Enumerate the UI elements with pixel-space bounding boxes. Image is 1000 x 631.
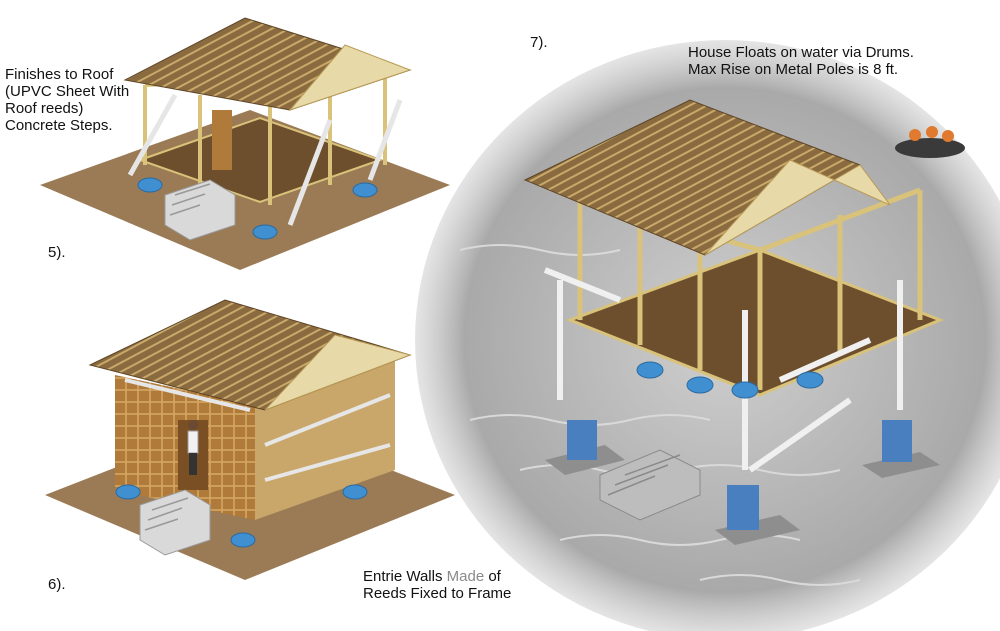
drums-5	[137, 177, 378, 240]
caption-walls: Entrie Walls Made of Reeds Fixed to Fram…	[363, 568, 511, 602]
step-number-6: 6).	[48, 576, 66, 593]
concrete-steps-6	[139, 489, 211, 556]
caption-walls-line-2: Reeds Fixed to Frame	[363, 585, 512, 602]
caption-roof-finishes: Finishes to Roof (UPVC Sheet With Roof r…	[5, 66, 129, 134]
gable-7	[704, 159, 891, 256]
caption-roof-line-2: (UPVC Sheet With	[5, 83, 130, 100]
step-number-7: 7).	[530, 34, 548, 51]
house-model-7	[415, 40, 1000, 631]
caption-float-line-2: Max Rise on Metal Poles is 8 ft.	[688, 61, 899, 78]
caption-float-line-1: House Floats on water via Drums.	[688, 44, 914, 61]
gable-5	[288, 44, 412, 112]
house-model-5	[40, 17, 450, 270]
rescue-boat	[895, 126, 965, 158]
person-figure-6	[187, 420, 199, 475]
gable-6	[264, 334, 412, 411]
caption-walls-text-b: Made	[446, 568, 485, 585]
caption-roof-line-3: Roof reeds)	[5, 100, 84, 117]
caption-roof-line-4: Concrete Steps.	[5, 117, 113, 134]
drums-7	[636, 361, 824, 399]
concrete-steps-5	[164, 179, 236, 241]
concrete-steps-7	[599, 449, 701, 521]
caption-roof-line-1: Finishes to Roof	[5, 66, 114, 83]
support-poles-5	[127, 93, 403, 226]
drums-6	[115, 484, 368, 548]
caption-house-floats: House Floats on water via Drums. Max Ris…	[688, 44, 914, 78]
floor-7	[565, 248, 945, 397]
caption-walls-text-a: Entrie Walls	[363, 568, 447, 585]
anchor-bases-7	[545, 420, 940, 545]
step-number-5: 5).	[48, 244, 66, 261]
wall-bracing-6	[124, 378, 391, 482]
door-5	[212, 110, 232, 170]
house-model-6	[45, 299, 455, 580]
caption-walls-line-1: Entrie Walls Made of	[363, 568, 511, 585]
caption-walls-text-c: of	[484, 568, 501, 585]
